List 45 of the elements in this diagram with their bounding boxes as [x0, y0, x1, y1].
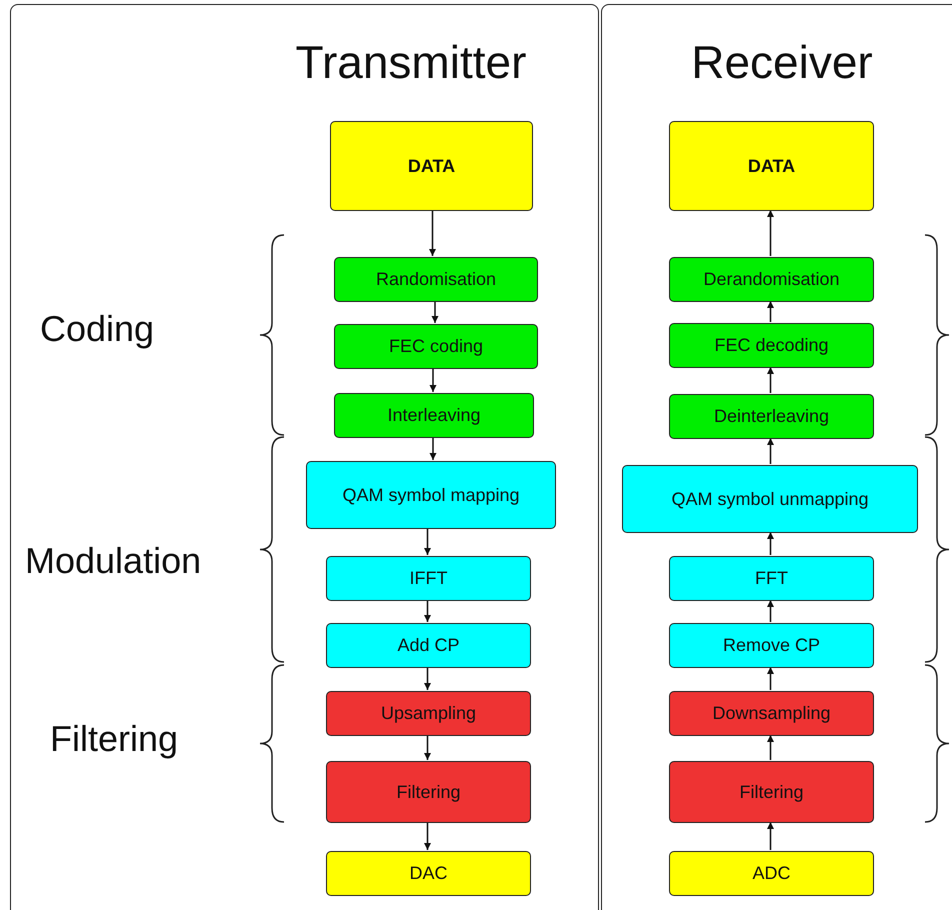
arrow [767, 600, 774, 622]
process-box: FEC coding [334, 324, 538, 369]
arrow [424, 600, 431, 622]
section-label: Modulation [25, 540, 202, 582]
panel [10, 4, 599, 910]
arrow [767, 735, 774, 760]
arrow [767, 532, 774, 555]
panel [601, 4, 952, 910]
arrow [430, 437, 436, 460]
arrow [767, 367, 774, 393]
process-box: Derandomisation [669, 257, 874, 302]
process-box: ADC [669, 851, 874, 896]
process-box: FFT [669, 556, 874, 601]
process-box: QAM symbol mapping [306, 461, 556, 529]
process-box: DATA [330, 121, 533, 211]
process-box: FEC decoding [669, 323, 874, 368]
section-label: Filtering [50, 718, 178, 760]
arrow [767, 667, 774, 690]
process-box: Interleaving [334, 393, 534, 438]
process-box: Upsampling [326, 691, 531, 736]
process-box: IFFT [326, 556, 531, 601]
process-box: Remove CP [669, 623, 874, 668]
arrow [767, 822, 774, 850]
arrow [430, 368, 436, 392]
arrow [424, 822, 431, 850]
process-box: Add CP [326, 623, 531, 668]
process-box: QAM symbol unmapping [622, 465, 918, 533]
arrow [424, 667, 431, 690]
process-box: DATA [669, 121, 874, 211]
process-box: Randomisation [334, 257, 538, 302]
arrow [767, 210, 774, 256]
arrow [767, 301, 774, 322]
arrow [767, 438, 774, 464]
process-box: Deinterleaving [669, 394, 874, 439]
process-box: DAC [326, 851, 531, 896]
arrow [432, 301, 438, 323]
section-label: Coding [40, 308, 154, 350]
process-box: Downsampling [669, 691, 874, 736]
panel-title: Transmitter [296, 35, 526, 89]
process-box: Filtering [326, 761, 531, 823]
arrow [429, 210, 436, 256]
process-box: Filtering [669, 761, 874, 823]
arrow [424, 735, 431, 760]
arrow [424, 528, 431, 555]
panel-title: Receiver [691, 35, 873, 89]
